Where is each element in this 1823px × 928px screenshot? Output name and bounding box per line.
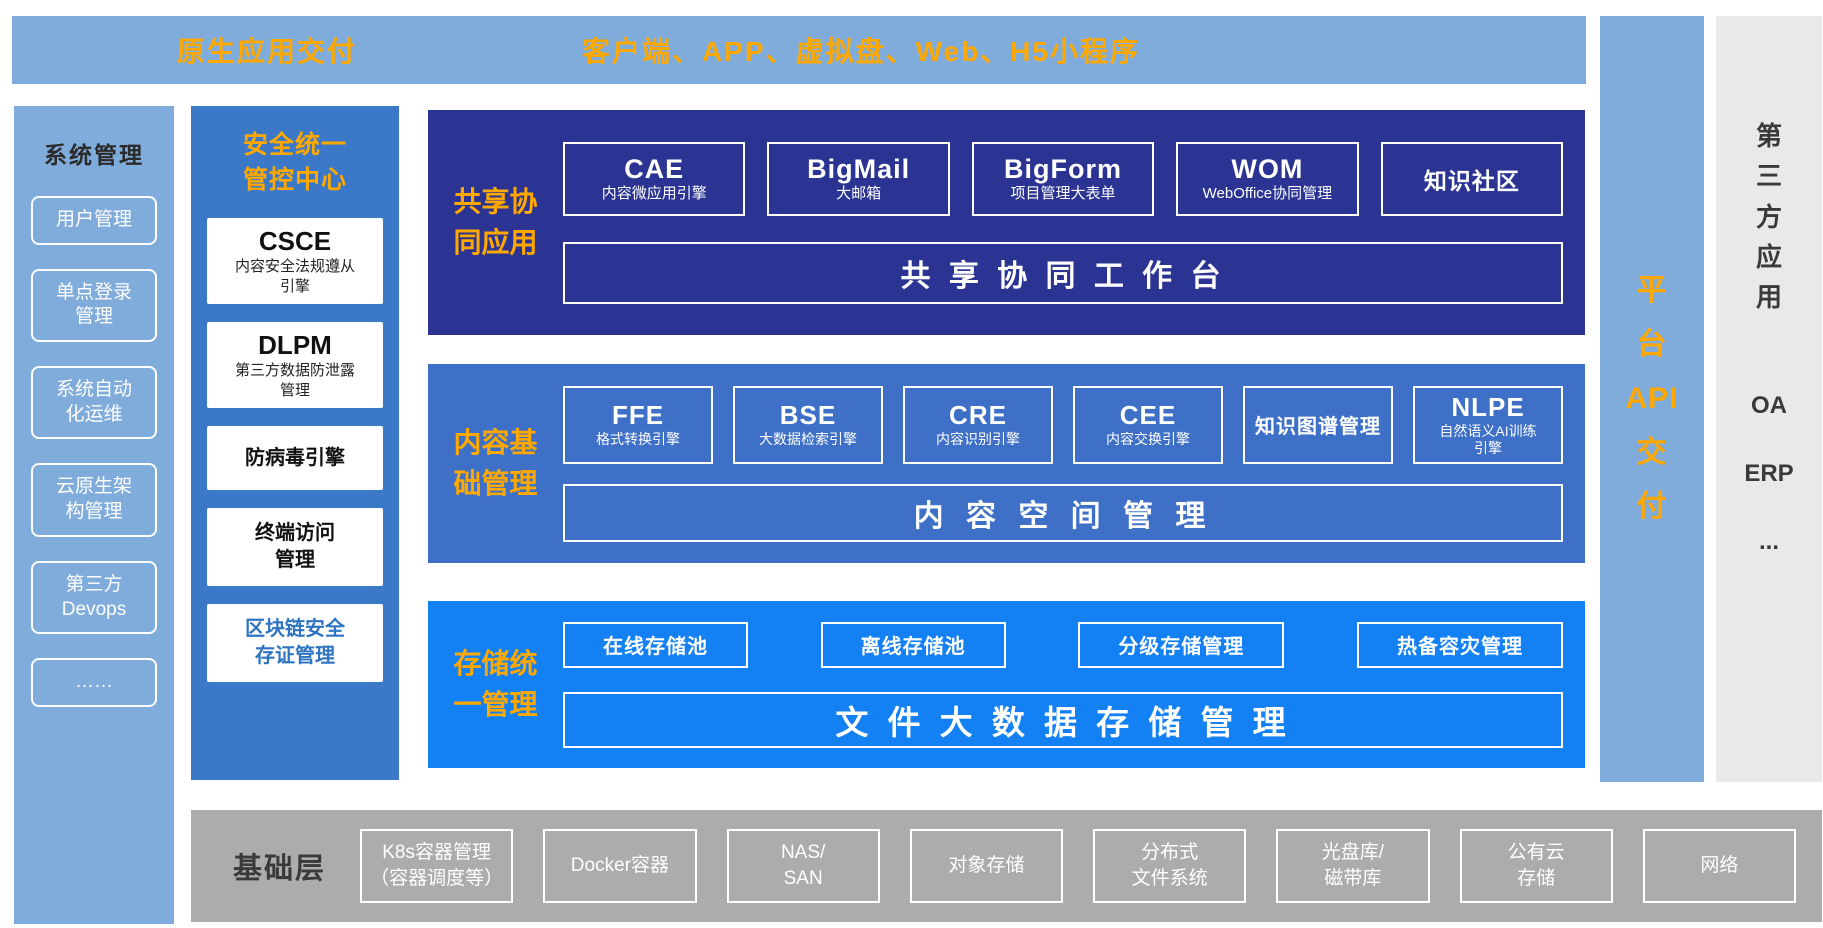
- layer-label: 存储统 一管理: [453, 647, 538, 720]
- module-dlpm: DLPM 第三方数据防泄露 管理: [207, 322, 383, 408]
- module-online-storage-pool: 在线存储池: [563, 621, 748, 668]
- module-terminal-access: 终端访问 管理: [207, 508, 383, 586]
- module-desc: WebOffice协同管理: [1202, 184, 1333, 202]
- infrastructure-label: 基础层: [233, 853, 327, 885]
- module-desc: 大数据检索引擎: [759, 431, 857, 448]
- security-control-panel: 安全统一 管控中心 CSCE 内容安全法规遵从 引擎 DLPM 第三方数据防泄露…: [191, 106, 399, 780]
- platform-api-label: 平 台 API 交 付: [1625, 274, 1679, 523]
- security-panel-title: 安全统一 管控中心: [242, 131, 347, 194]
- module-name: BigMail: [807, 153, 911, 184]
- module-name: 防病毒引擎: [245, 446, 345, 469]
- module-desc: 内容微应用引擎: [601, 184, 707, 202]
- module-name: CAE: [624, 153, 685, 184]
- base-nas-san: NAS/ SAN: [726, 829, 880, 903]
- layer-body: 在线存储池 离线存储池 分级存储管理 热备容灾管理 文 件 大 数 据 存 储 …: [563, 601, 1563, 768]
- infrastructure-items: K8s容器管理 （容器调度等） Docker容器 NAS/ SAN 对象存储 分…: [360, 829, 1797, 903]
- item-erp: ERP: [1744, 460, 1794, 488]
- layer-unified-storage: 存储统 一管理 在线存储池 离线存储池 分级存储管理 热备容灾管理 文 件 大 …: [428, 601, 1585, 768]
- module-blockchain-notarization: 区块链安全 存证管理: [207, 604, 383, 682]
- layer-label: 内容基 础管理: [453, 426, 538, 499]
- module-bigmail: BigMail 大邮箱: [767, 141, 950, 216]
- module-desc: 格式转换引擎: [596, 431, 680, 448]
- module-name: BigForm: [1004, 153, 1123, 184]
- base-k8s-container: K8s容器管理 （容器调度等）: [360, 829, 514, 903]
- module-csce: CSCE 内容安全法规遵从 引擎: [207, 218, 383, 304]
- module-name: 知识社区: [1423, 167, 1520, 194]
- item-auto-ops: 系统自动 化运维: [31, 366, 157, 440]
- item-sso-management: 单点登录 管理: [31, 268, 157, 343]
- module-desc: 项目管理大表单: [1010, 184, 1116, 202]
- module-cae: CAE 内容微应用引擎: [563, 141, 746, 216]
- module-nlpe: NLPE 自然语义AI训练 引擎: [1413, 385, 1563, 464]
- module-name: 离线存储池: [860, 636, 966, 658]
- system-management-panel: 系统管理 用户管理 单点登录 管理 系统自动 化运维 云原生架 构管理 第三方 …: [14, 106, 174, 924]
- item-third-party-devops: 第三方 Devops: [31, 560, 157, 635]
- file-bigdata-storage-bar: 文 件 大 数 据 存 储 管 理: [563, 691, 1563, 748]
- base-optical-tape-library: 光盘库/ 磁带库: [1276, 829, 1430, 903]
- module-cee: CEE 内容交换引擎: [1073, 385, 1223, 464]
- module-name: 热备容灾管理: [1396, 636, 1523, 658]
- module-name: 区块链安全 存证管理: [245, 618, 345, 667]
- module-name: 知识图谱管理: [1255, 416, 1381, 438]
- base-object-storage: 对象存储: [909, 829, 1064, 903]
- module-desc: 自然语义AI训练 引擎: [1439, 422, 1537, 457]
- module-name: CSCE: [258, 226, 332, 256]
- item-cloud-native-arch: 云原生架 构管理: [31, 463, 157, 537]
- module-knowledge-graph: 知识图谱管理: [1243, 385, 1393, 464]
- module-row: FFE 格式转换引擎 BSE 大数据检索引擎 CRE 内容识别引擎 CEE 内容…: [563, 385, 1563, 464]
- third-party-title: 第 三 方 应 用: [1755, 121, 1782, 313]
- module-bigform: BigForm 项目管理大表单: [971, 141, 1155, 216]
- module-wom: WOM WebOffice协同管理: [1176, 141, 1359, 216]
- module-cre: CRE 内容识别引擎: [903, 385, 1053, 464]
- module-tiered-storage: 分级存储管理: [1078, 621, 1285, 668]
- base-docker-container: Docker容器: [543, 829, 697, 903]
- platform-api-delivery-panel: 平 台 API 交 付: [1600, 16, 1704, 782]
- module-name: 分级存储管理: [1118, 636, 1245, 658]
- module-knowledge-community: 知识社区: [1380, 141, 1564, 216]
- base-public-cloud-storage: 公有云 存储: [1459, 829, 1613, 903]
- base-distributed-fs: 分布式 文件系统: [1093, 829, 1247, 903]
- layer-content-base-management: 内容基 础管理 FFE 格式转换引擎 BSE 大数据检索引擎 CRE 内容识别引…: [428, 364, 1585, 563]
- module-name: NLPE: [1451, 391, 1525, 422]
- module-desc: 大邮箱: [836, 184, 882, 202]
- module-desc: 内容识别引擎: [936, 431, 1020, 448]
- base-network: 网络: [1642, 829, 1797, 903]
- layer-body: CAE 内容微应用引擎 BigMail 大邮箱 BigForm 项目管理大表单 …: [563, 110, 1564, 335]
- native-app-delivery-banner: 原生应用交付 客户端、APP、虚拟盘、Web、H5小程序: [12, 16, 1586, 84]
- module-desc: 内容安全法规遵从 引擎: [234, 258, 355, 295]
- module-name: CRE: [949, 400, 1007, 431]
- module-row: 在线存储池 离线存储池 分级存储管理 热备容灾管理: [563, 621, 1563, 668]
- item-user-management: 用户管理: [31, 196, 157, 245]
- item-oa: OA: [1750, 392, 1787, 420]
- module-row: CAE 内容微应用引擎 BigMail 大邮箱 BigForm 项目管理大表单 …: [563, 141, 1564, 216]
- module-hot-backup-dr: 热备容灾管理: [1356, 621, 1563, 668]
- infrastructure-layer: 基础层 K8s容器管理 （容器调度等） Docker容器 NAS/ SAN 对象…: [191, 810, 1822, 922]
- system-management-title: 系统管理: [44, 142, 144, 168]
- module-name: WOM: [1231, 153, 1304, 184]
- layer-body: FFE 格式转换引擎 BSE 大数据检索引擎 CRE 内容识别引擎 CEE 内容…: [563, 364, 1563, 563]
- layer-label: 共享协 同应用: [453, 185, 538, 258]
- banner-channels: 客户端、APP、虚拟盘、Web、H5小程序: [582, 36, 1140, 67]
- module-bse: BSE 大数据检索引擎: [733, 385, 883, 464]
- third-party-apps-panel: 第 三 方 应 用 OA ERP ...: [1716, 16, 1822, 782]
- module-antivirus-engine: 防病毒引擎: [207, 426, 383, 490]
- module-offline-storage-pool: 离线存储池: [820, 621, 1006, 668]
- module-name: CEE: [1119, 400, 1177, 431]
- shared-collaboration-workbench-bar: 共 享 协 同 工 作 台: [563, 241, 1563, 304]
- module-name: DLPM: [258, 330, 332, 360]
- item-ellipsis: ……: [31, 658, 157, 707]
- item-ellipsis: ...: [1758, 528, 1779, 556]
- module-name: 终端访问 管理: [255, 522, 335, 571]
- content-space-management-bar: 内 容 空 间 管 理: [563, 483, 1563, 542]
- module-ffe: FFE 格式转换引擎: [563, 385, 713, 464]
- module-desc: 第三方数据防泄露 管理: [234, 362, 355, 399]
- third-party-items: OA ERP ...: [1744, 392, 1793, 556]
- banner-title: 原生应用交付: [177, 36, 358, 67]
- module-name: BSE: [779, 400, 837, 431]
- module-name: 在线存储池: [603, 636, 708, 658]
- layer-shared-collaboration: 共享协 同应用 CAE 内容微应用引擎 BigMail 大邮箱 BigForm …: [428, 110, 1585, 335]
- module-desc: 内容交换引擎: [1106, 431, 1190, 448]
- module-name: FFE: [611, 400, 665, 431]
